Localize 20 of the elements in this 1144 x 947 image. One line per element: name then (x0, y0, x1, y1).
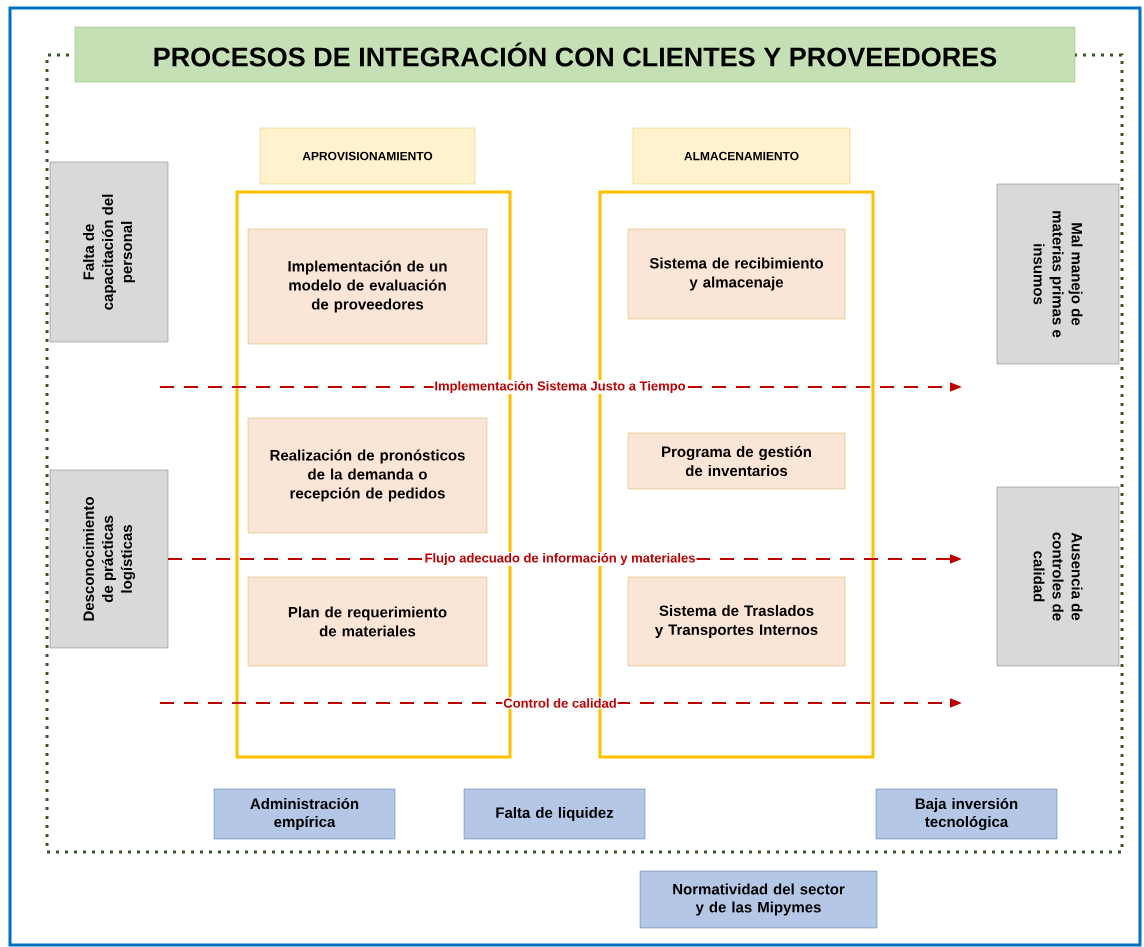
process-box: Realización de pronósticos de la demanda o recepción de pedidos (247, 417, 488, 534)
problem-box: Falta de capacitación del personal (49, 161, 169, 343)
problem-box: Ausencia de controles de calidad (996, 486, 1120, 667)
factor-box: Falta de liquidez (463, 788, 646, 840)
process-box: Sistema de recibimiento y almacenaje (627, 228, 846, 320)
factor-box: Administración empírica (213, 788, 396, 840)
title-banner: PROCESOS DE INTEGRACIÓN CON CLIENTES Y PROVEEDORES (74, 26, 1076, 83)
process-box: Programa de gestión de inventarios (627, 432, 846, 490)
factor-box: Normatividad del sector y de las Mipymes (639, 870, 878, 929)
process-box: Implementación de un modelo de evaluación de proveedores (247, 228, 488, 345)
problem-box: Mal manejo de materias primas e insumos (996, 183, 1120, 365)
factor-box: Baja inversión tecnológica (875, 788, 1058, 840)
arrow-label: Control de calidad (502, 697, 618, 709)
process-box: Plan de requerimiento de materiales (247, 576, 488, 667)
category-header: APROVISIONAMIENTO (259, 127, 476, 185)
arrow-label: Implementación Sistema Justo a Tiempo (433, 379, 687, 395)
process-box: Sistema de Traslados y Transportes Internos (627, 576, 846, 667)
arrow-label: Flujo adecuado de información y materiales (423, 551, 697, 567)
category-header: ALMACENAMIENTO (632, 127, 851, 185)
problem-box: Desconocimiento de prácticas logísticas (49, 469, 169, 649)
